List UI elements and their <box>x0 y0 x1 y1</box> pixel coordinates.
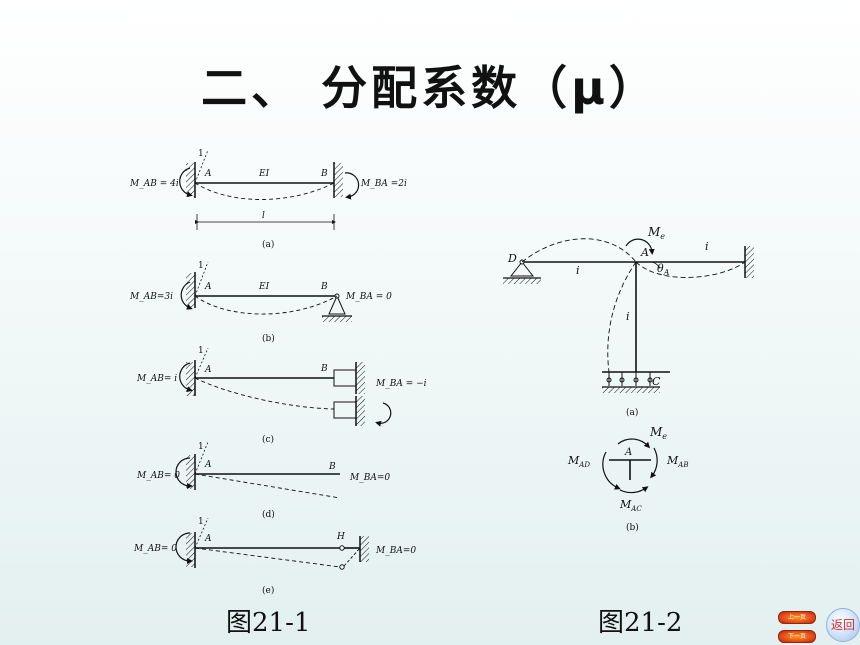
theta-label: θA <box>657 262 670 277</box>
sublabel-e: (e) <box>262 585 274 596</box>
node-a-label: A <box>204 282 212 292</box>
me-label: Me <box>647 225 665 241</box>
stiffness-ab-label: i <box>705 240 709 253</box>
node-a-label: A <box>204 460 212 470</box>
length-label: l <box>262 211 265 221</box>
beam-b <box>180 261 352 322</box>
node-c-label: C <box>652 375 661 388</box>
mac-label: MAC <box>619 498 642 513</box>
node-a-label: A <box>624 447 632 458</box>
sublabel-b: (b) <box>262 333 275 344</box>
rotation-label-e: 1 <box>198 517 204 527</box>
moment-ba-label: M_BA = −i <box>375 379 427 389</box>
beam-a <box>179 149 360 230</box>
moment-ba-label: M_BA=0 <box>375 546 416 556</box>
node-b-label: B <box>328 462 336 472</box>
moment-ab-label: M_AB= 0 <box>136 471 180 481</box>
node-a-label: A <box>640 246 649 259</box>
mab-label: MAB <box>666 454 688 469</box>
moment-ab-label: M_AB= 0 <box>133 544 177 554</box>
moment-ba-label: M_BA = 0 <box>345 292 392 302</box>
beam-c <box>179 347 392 427</box>
sublabel-d: (d) <box>262 509 275 520</box>
moment-ab-label: M_AB= i <box>136 374 177 384</box>
free-body-2b <box>602 438 658 494</box>
node-h-label: H <box>336 532 345 542</box>
moment-ba-label: M_BA=0 <box>349 473 390 483</box>
back-button[interactable]: 返回 <box>826 608 860 642</box>
rotation-label-a: 1 <box>198 149 204 159</box>
node-d-label: D <box>507 252 517 265</box>
next-page-button[interactable]: 下一页 <box>778 630 816 643</box>
stiffness-ac-label: i <box>626 310 630 323</box>
prev-page-button[interactable]: 上一页 <box>778 611 816 624</box>
me-label: Me <box>649 425 667 441</box>
node-a-label: A <box>204 534 212 544</box>
sublabel-2b: (b) <box>626 522 639 533</box>
moment-ab-label: M_AB = 4i <box>129 179 179 189</box>
node-a-label: A <box>204 169 212 179</box>
sublabel-2a: (a) <box>626 407 638 418</box>
mad-label: MAD <box>567 454 590 469</box>
node-b-label: B <box>320 282 328 292</box>
beam-d <box>175 441 341 499</box>
rotation-label-b: 1 <box>198 261 204 271</box>
stiffness-ad-label: i <box>576 264 580 277</box>
frame-2a <box>503 238 754 393</box>
figure-21-1-caption: 图21-1 <box>226 608 311 638</box>
moment-ab-label: M_AB=3i <box>129 292 173 302</box>
sublabel-a: (a) <box>262 239 274 250</box>
figure-21-2-caption: 图21-2 <box>598 608 683 638</box>
page-title: 二、 分配系数（μ） <box>201 61 659 115</box>
node-b-label: B <box>320 364 328 374</box>
rotation-label-d: 1 <box>198 442 204 452</box>
sublabel-c: (c) <box>262 434 274 445</box>
ei-label: EI <box>258 282 270 292</box>
node-b-label: B <box>320 169 328 179</box>
moment-ba-label: M_BA =2i <box>360 179 407 189</box>
beam-e <box>175 517 369 570</box>
rotation-label-c: 1 <box>198 346 204 356</box>
node-a-label: A <box>204 365 212 375</box>
ei-label: EI <box>258 169 270 179</box>
